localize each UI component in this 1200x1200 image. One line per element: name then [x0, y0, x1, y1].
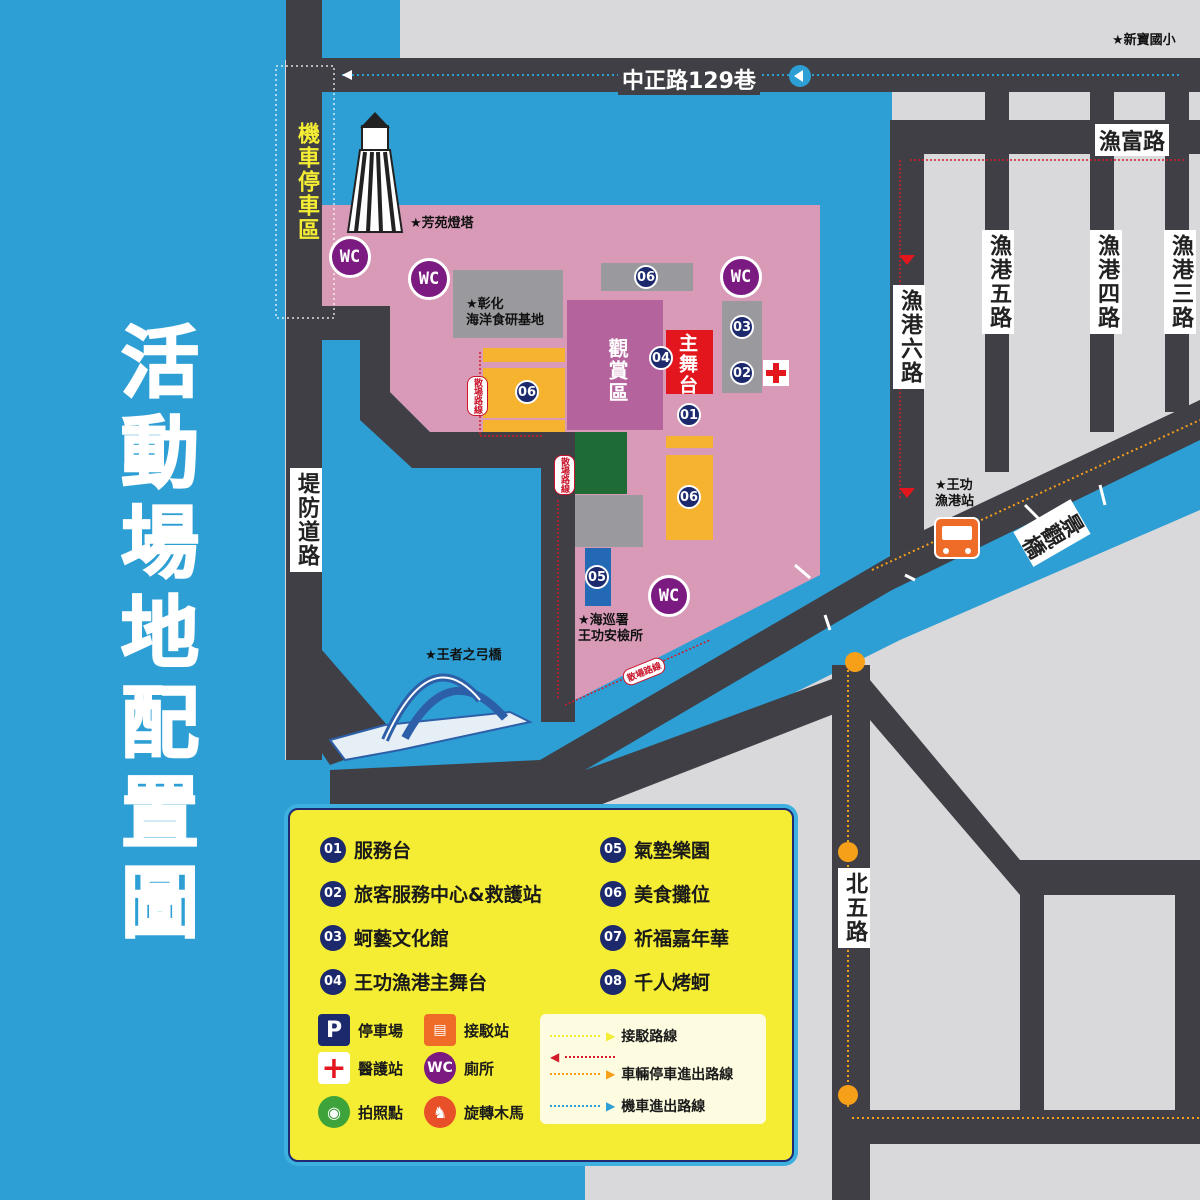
- road-label-difang: 堤防道路: [290, 468, 322, 572]
- camera-icon: ◉: [318, 1096, 350, 1128]
- road-label-yugang6: 漁港六路: [893, 285, 925, 389]
- road-label-beiwu: 北五路: [838, 868, 870, 948]
- marker-05: 05: [585, 565, 609, 589]
- road-label-yufu: 漁富路: [1095, 124, 1170, 156]
- shuttle-bus-icon: [934, 517, 980, 559]
- viewing-area-label: 觀賞區: [605, 338, 629, 404]
- green-block: [575, 432, 627, 494]
- route-shuttle: ▶ 接駁路線: [550, 1026, 677, 1046]
- road-label-yugang3: 漁港三路: [1164, 230, 1196, 334]
- poi-wanggong-station: ★王功 漁港站: [935, 478, 975, 510]
- legend-shuttle: ▤接駁站: [424, 1014, 509, 1046]
- marker-02: 02: [730, 361, 754, 385]
- marker-06: 06: [677, 485, 701, 509]
- poi-lighthouse: ★芳苑燈塔: [410, 216, 474, 231]
- marker-06: 06: [634, 265, 658, 289]
- toilet-icon: WC: [648, 575, 690, 617]
- vehicle-route-line: [550, 1073, 600, 1075]
- scooter-parking-label: 機車停車區: [294, 122, 319, 242]
- road-label-yugang4: 漁港四路: [1090, 230, 1122, 334]
- marker-01: 01: [677, 403, 701, 427]
- poi-food-base: ★彰化 海洋食研基地: [466, 297, 545, 329]
- arrow-right-icon: ▶: [606, 1029, 616, 1043]
- route-legend: ▶ 接駁路線 ◀ ▶ 車輛停車進出路線 ▶ 機車進出路線: [540, 1014, 766, 1124]
- bus-icon: ▤: [424, 1014, 456, 1046]
- title-char: 圖: [120, 859, 200, 949]
- toilet-icon: WC: [424, 1052, 456, 1084]
- scooter-route-line: [550, 1105, 600, 1107]
- title-char: 配: [120, 679, 200, 769]
- marker-06: 06: [515, 380, 539, 404]
- page-title: 活 動 場 地 配 置 圖: [105, 319, 215, 949]
- toilet-icon: WC: [408, 258, 450, 300]
- main-stage-label: 主舞台: [676, 333, 698, 396]
- title-char: 置: [120, 769, 200, 859]
- route-scooter: ▶ 機車進出路線: [550, 1096, 705, 1116]
- carousel-icon: ♞: [424, 1096, 456, 1128]
- legend-photo: ◉拍照點: [318, 1096, 403, 1128]
- venue-area: [322, 205, 820, 700]
- title-char: 場: [120, 499, 200, 589]
- legend-carousel: ♞旋轉木馬: [424, 1096, 524, 1128]
- title-char: 動: [120, 409, 200, 499]
- lighthouse-icon: [346, 112, 404, 233]
- legend-medical: +醫護站: [318, 1051, 403, 1086]
- poi-xinbao-school: ★新寶國小: [1112, 33, 1176, 48]
- poi-coast-guard: ★海巡署 王功安檢所: [578, 613, 644, 645]
- sea-left: [0, 0, 285, 1200]
- route-vehicle: ▶ 車輛停車進出路線: [550, 1064, 733, 1084]
- bow-bridge-icon: [328, 673, 533, 762]
- toilet-icon: WC: [329, 236, 371, 278]
- title-char: 地: [120, 589, 200, 679]
- arrow-right-icon: ▶: [606, 1067, 616, 1081]
- medical-icon: +: [318, 1051, 350, 1086]
- main-stage: [666, 330, 713, 394]
- arrow-left-icon: ◀: [550, 1050, 560, 1064]
- dispersal-route-stamp: 散場路線: [554, 455, 575, 495]
- poi-king-bow-bridge: ★王者之弓橋: [425, 648, 502, 663]
- arrow-right-icon: ▶: [606, 1099, 616, 1113]
- marker-03: 03: [730, 315, 754, 339]
- route-shuttle-return: ◀: [550, 1036, 616, 1064]
- parking-icon: P: [318, 1014, 350, 1046]
- road-label-yugang5: 漁港五路: [982, 230, 1014, 334]
- road-label-zhongzheng: 中正路129巷: [618, 63, 760, 95]
- dispersal-route-stamp: 散場路線: [467, 376, 488, 416]
- shuttle-route-line: [550, 1035, 600, 1037]
- marker-04: 04: [649, 346, 673, 370]
- viewing-area: [567, 300, 663, 430]
- food-research-base: [453, 270, 563, 338]
- medical-cross-icon: [763, 360, 789, 386]
- title-char: 活: [120, 319, 200, 409]
- toilet-icon: WC: [720, 256, 762, 298]
